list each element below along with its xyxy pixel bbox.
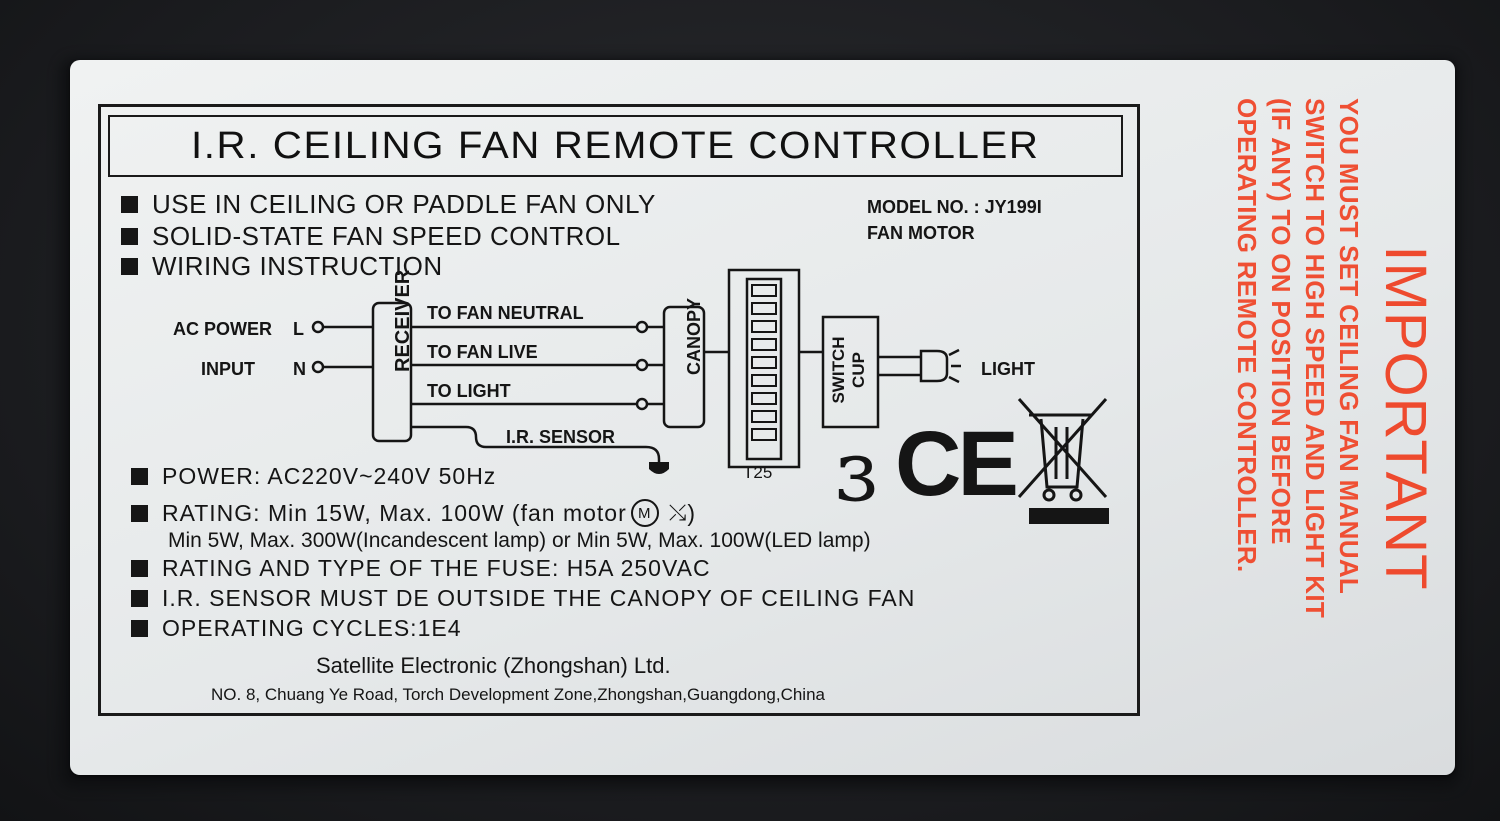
important-line: YOU MUST SET CEILING FAN MANUAL — [1334, 98, 1364, 595]
important-line: OPERATING REMOTE CONTROLLER. — [1232, 98, 1262, 573]
input-label: INPUT — [201, 359, 255, 379]
important-notice: IMPORTANT YOU MUST SET CEILING FAN MANUA… — [1150, 98, 1440, 738]
weee-bar — [1029, 508, 1109, 524]
terminal-cells — [751, 284, 777, 441]
ir-sensor-label: I.R. SENSOR — [506, 427, 616, 447]
important-body: YOU MUST SET CEILING FAN MANUAL SWITCH T… — [1230, 98, 1366, 738]
manufacturer-name: Satellite Electronic (Zhongshan) Ltd. — [316, 653, 671, 678]
spec-cycles: OPERATING CYCLES:1E4 — [131, 615, 462, 642]
switch-cup-label: SWITCH CUP — [829, 336, 868, 404]
l-label: L — [293, 319, 304, 339]
title-box: I.R. CEILING FAN REMOTE CONTROLLER — [108, 115, 1123, 177]
switch-cup-box — [821, 315, 880, 429]
important-line: SWITCH TO HIGH SPEED AND LIGHT KIT — [1300, 98, 1330, 619]
bullet-square-icon — [131, 504, 148, 522]
canopy-label: CANOPY — [684, 297, 704, 375]
canopy-box — [662, 305, 706, 429]
ir-sensor-icon — [649, 462, 669, 474]
spec-rating-2: Min 5W, Max. 300W(Incandescent lamp) or … — [168, 529, 871, 552]
important-rotated: IMPORTANT YOU MUST SET CEILING FAN MANUA… — [1230, 98, 1440, 738]
manufacturer-address: NO. 8, Chuang Ye Road, Torch Development… — [211, 685, 825, 704]
spec-text: RATING AND TYPE OF THE FUSE: H5A 250VAC — [162, 555, 711, 581]
product-label-sticker: I.R. CEILING FAN REMOTE CONTROLLER USE I… — [70, 60, 1455, 775]
light-bulb-icon — [919, 349, 949, 383]
variable-speed-icon: ⤯ — [668, 500, 688, 525]
to-fan-live-label: TO FAN LIVE — [427, 342, 538, 362]
motor-symbol-icon: M — [630, 499, 659, 527]
bullet-text: WIRING INSTRUCTION — [152, 251, 443, 281]
bullet-text: SOLID-STATE FAN SPEED CONTROL — [152, 221, 621, 251]
t25-label: T25 — [743, 463, 773, 482]
bullet-wiring: WIRING INSTRUCTION — [121, 251, 443, 282]
bullet-square-icon — [121, 196, 138, 213]
important-title: IMPORTANT — [1373, 245, 1438, 591]
to-fan-neutral-label: TO FAN NEUTRAL — [427, 303, 584, 323]
bullet-text: USE IN CEILING OR PADDLE FAN ONLY — [152, 189, 656, 219]
spec-text: OPERATING CYCLES:1E4 — [162, 615, 462, 641]
bullet-control: SOLID-STATE FAN SPEED CONTROL — [121, 221, 621, 252]
ac-power-label: AC POWER — [173, 319, 272, 339]
label-frame: I.R. CEILING FAN REMOTE CONTROLLER USE I… — [98, 104, 1140, 716]
terminal-strip-t25 — [727, 268, 801, 469]
ce-mark: CE — [895, 413, 1019, 515]
n-label: N — [293, 359, 306, 379]
to-light-label: TO LIGHT — [427, 381, 511, 401]
spec-rating: RATING: Min 15W, Max. 100W (fan motor M … — [131, 499, 696, 527]
spec-text: RATING: Min 15W, Max. 100W (fan motor — [162, 499, 627, 526]
wiring-diagram — [311, 268, 1109, 524]
spec-text: POWER: AC220V~240V 50Hz — [162, 463, 497, 489]
spec-fuse: RATING AND TYPE OF THE FUSE: H5A 250VAC — [131, 555, 711, 582]
spec-sensor: I.R. SENSOR MUST DE OUTSIDE THE CANOPY O… — [131, 585, 915, 612]
label-title: I.R. CEILING FAN REMOTE CONTROLLER — [191, 124, 1040, 167]
light-label: LIGHT — [981, 359, 1035, 379]
model-number: MODEL NO. : JY199I — [867, 197, 1042, 217]
bullet-use: USE IN CEILING OR PADDLE FAN ONLY — [121, 189, 656, 220]
bullet-square-icon — [131, 590, 148, 607]
bullet-square-icon — [131, 468, 148, 485]
spec-text: ) — [687, 499, 697, 526]
spec-text: I.R. SENSOR MUST DE OUTSIDE THE CANOPY O… — [162, 585, 916, 611]
important-line: (IF ANY) TO ON POSITION BEFORE — [1266, 98, 1296, 545]
bullet-square-icon — [121, 228, 138, 245]
bullet-square-icon — [131, 620, 148, 637]
receiver-label: RECEIVER — [392, 269, 414, 372]
bullet-square-icon — [121, 258, 138, 275]
spec-power: POWER: AC220V~240V 50Hz — [131, 463, 496, 490]
ce-reversed-mark: ε — [835, 422, 879, 520]
receiver-box — [371, 301, 413, 443]
bullet-square-icon — [131, 560, 148, 577]
terminal-l-icon — [311, 320, 325, 334]
terminal-n-icon — [311, 360, 325, 374]
model-subtitle: FAN MOTOR — [867, 223, 975, 243]
weee-bin-icon — [1017, 398, 1108, 502]
